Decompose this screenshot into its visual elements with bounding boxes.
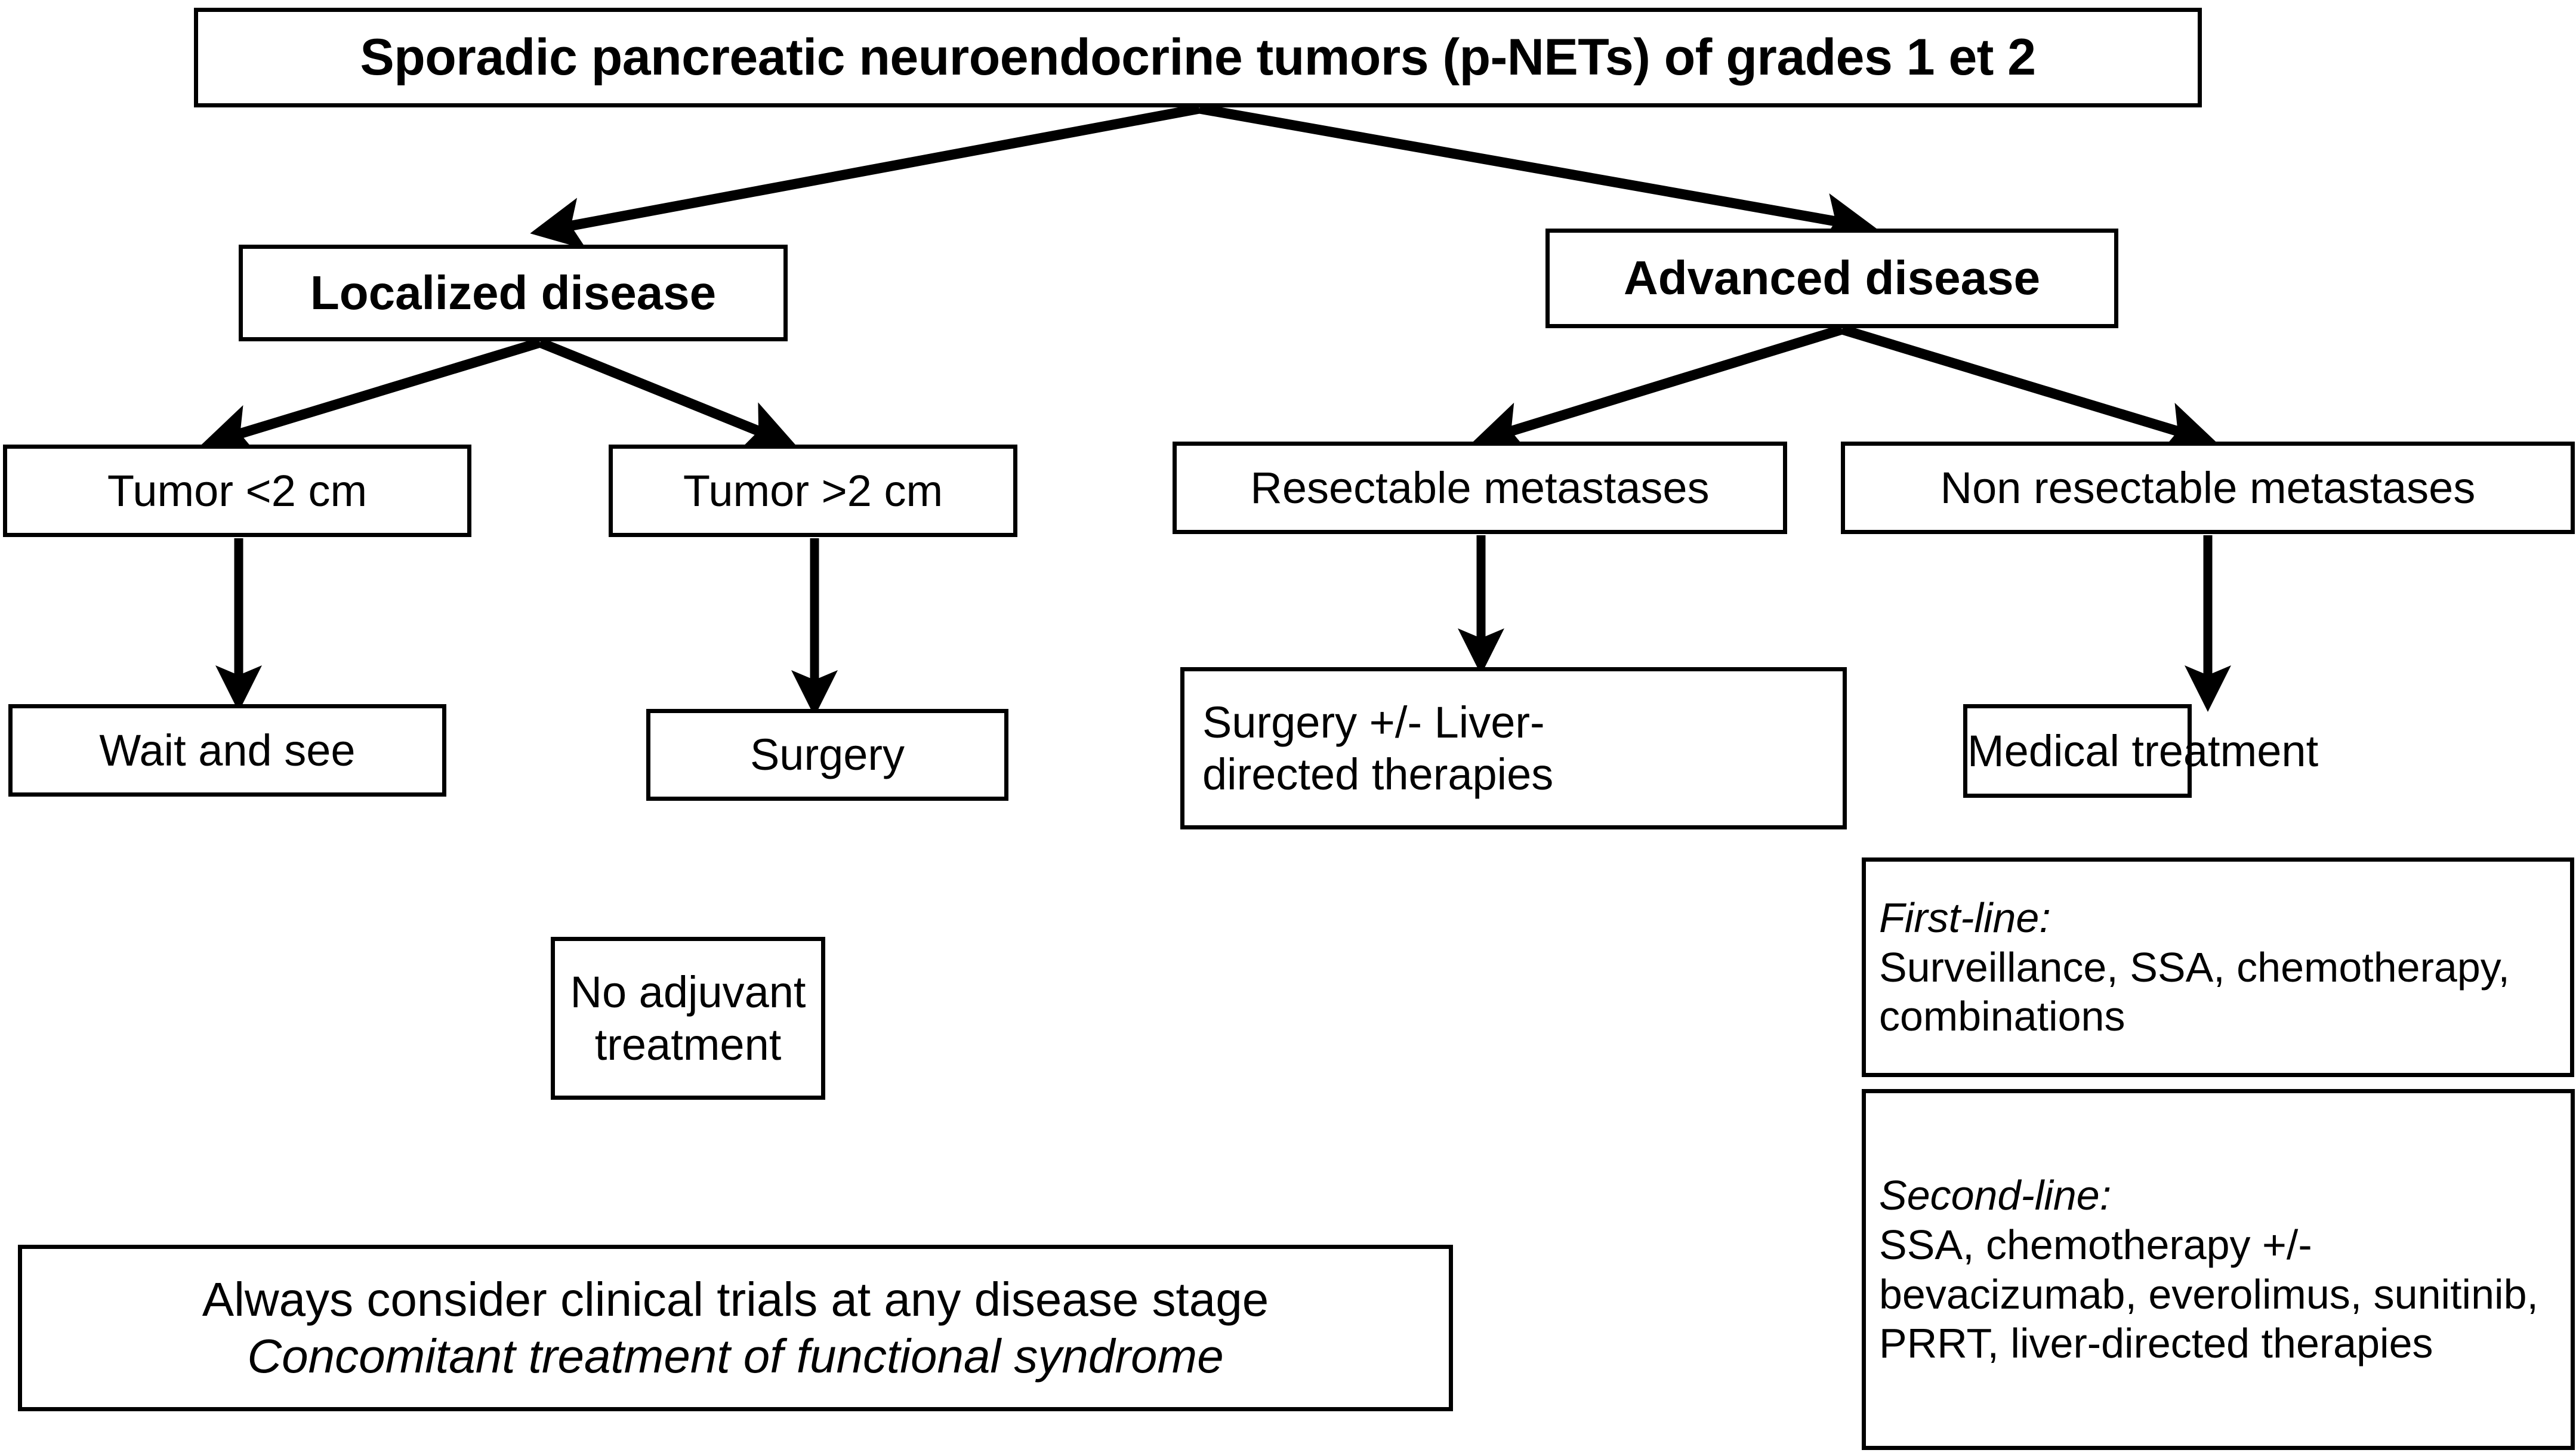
localized-disease-label: Localized disease	[310, 266, 717, 319]
medical-treatment-label: Medical treatment	[1967, 726, 2319, 776]
node-first-line-therapies: First-line: Surveillance, SSA, chemother…	[1862, 857, 2574, 1077]
footer-line-2: Concomitant treatment of functional synd…	[247, 1329, 1224, 1383]
no-adjuvant-line-2: treatment	[594, 1019, 782, 1069]
footer-text: Always consider clinical trials at any d…	[22, 1272, 1449, 1384]
node-second-line-therapies: Second-line: SSA, chemotherapy +/- bevac…	[1862, 1089, 2575, 1450]
arrow-advanced-to-non-resectable	[1840, 324, 2218, 454]
arrow-title-to-advanced	[1198, 103, 1877, 246]
arrow-title-to-localized	[530, 103, 1201, 250]
surgery-liver-line-1: Surgery +/- Liver-	[1202, 697, 1545, 747]
non-resectable-metastases-label: Non resectable metastases	[1940, 462, 2476, 513]
first-line-text: First-line: Surveillance, SSA, chemother…	[1866, 893, 2570, 1041]
node-surgery: Surgery	[646, 709, 1008, 801]
node-clinical-trials-footer: Always consider clinical trials at any d…	[18, 1245, 1453, 1411]
node-localized-disease: Localized disease	[239, 245, 788, 341]
second-line-body: SSA, chemotherapy +/- bevacizumab, evero…	[1879, 1221, 2538, 1367]
arrow-localized-to-tumor-small	[200, 337, 542, 456]
node-tumor-greater-than-2cm: Tumor >2 cm	[609, 445, 1017, 537]
node-resectable-metastases: Resectable metastases	[1173, 442, 1787, 534]
footer-line-1: Always consider clinical trials at any d…	[202, 1273, 1269, 1327]
node-medical-treatment: Medical treatment	[1963, 704, 2319, 798]
tumor-large-label: Tumor >2 cm	[683, 465, 943, 516]
no-adjuvant-text: No adjuvant treatment	[555, 966, 821, 1071]
node-title: Sporadic pancreatic neuroendocrine tumor…	[194, 8, 2202, 107]
tumor-small-label: Tumor <2 cm	[107, 465, 368, 516]
node-non-resectable-metastases: Non resectable metastases	[1841, 442, 2575, 534]
arrow-localized-to-tumor-large	[538, 338, 797, 452]
resectable-metastases-label: Resectable metastases	[1250, 462, 1710, 513]
arrow-advanced-to-resectable	[1471, 324, 1844, 454]
node-wait-and-see: Wait and see	[8, 704, 446, 797]
second-line-heading: Second-line:	[1879, 1172, 2112, 1219]
surgery-liver-text: Surgery +/- Liver- directed therapies	[1184, 696, 1843, 801]
surgery-liver-line-2: directed therapies	[1202, 749, 1554, 799]
first-line-body: Surveillance, SSA, chemotherapy, combina…	[1879, 943, 2510, 1040]
first-line-heading: First-line:	[1879, 894, 2051, 942]
node-advanced-disease: Advanced disease	[1545, 229, 2118, 328]
node-tumor-less-than-2cm: Tumor <2 cm	[3, 445, 471, 537]
title-text: Sporadic pancreatic neuroendocrine tumor…	[360, 28, 2036, 86]
node-surgery-liver-directed-therapies: Surgery +/- Liver- directed therapies	[1180, 667, 1847, 829]
node-no-adjuvant-treatment: No adjuvant treatment	[551, 937, 825, 1100]
no-adjuvant-line-1: No adjuvant	[570, 967, 806, 1017]
surgery-label: Surgery	[749, 730, 905, 780]
advanced-disease-label: Advanced disease	[1623, 251, 2041, 305]
wait-and-see-label: Wait and see	[99, 725, 356, 775]
second-line-text: Second-line: SSA, chemotherapy +/- bevac…	[1866, 1171, 2571, 1368]
